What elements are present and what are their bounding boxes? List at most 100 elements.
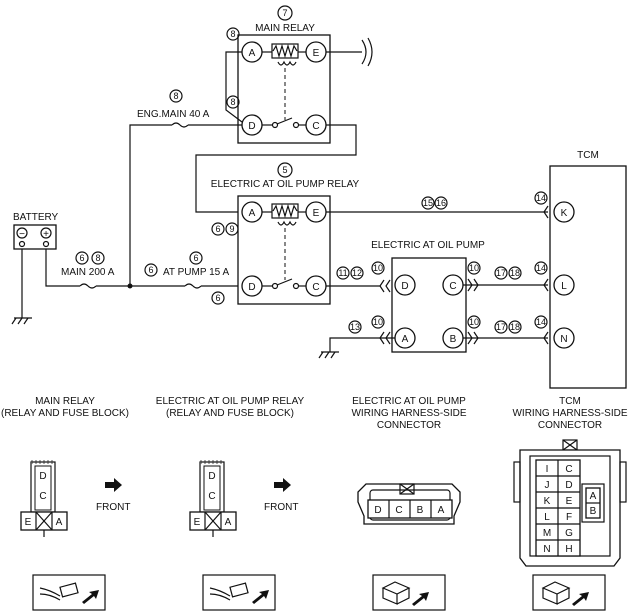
pump-relay-ref: 5: [282, 165, 287, 175]
ref-16: 16: [436, 198, 446, 208]
main-relay-term-c: C: [312, 121, 319, 132]
main-relay-ref-d: 8: [230, 97, 235, 107]
tcm-term-l: L: [561, 281, 567, 292]
pump-relay-term-a: A: [249, 208, 256, 219]
main-fuse-ref-1: 6: [79, 253, 84, 263]
pump-relay-ref-6: 6: [215, 224, 220, 234]
tcm-pin-e: E: [566, 496, 573, 507]
battery-minus: −: [19, 229, 25, 240]
tcm-pin-i: I: [546, 464, 549, 475]
tcm-pin-k: K: [544, 496, 551, 507]
tcm-conn-title2: WIRING HARNESS-SIDE: [512, 408, 627, 419]
battery: BATTERY − +: [11, 212, 80, 325]
at-pump-label: AT PUMP 15 A: [163, 267, 229, 278]
tcm-pin-n: N: [543, 544, 550, 555]
battery-label: BATTERY: [13, 212, 59, 223]
pump-term-d: D: [401, 281, 408, 292]
ref-14-k: 14: [536, 193, 546, 203]
main-relay: 7 MAIN RELAY A E D C 8 8: [226, 5, 331, 144]
eng-main-label: ENG.MAIN 40 A: [137, 109, 210, 120]
pump-relay-term-d: D: [248, 282, 255, 293]
pump-relay-ref-9: 9: [229, 224, 234, 234]
at-pump-side-ref: 6: [148, 265, 153, 275]
pump-relay-pin-e: E: [194, 517, 201, 528]
eng-main-fuse: 8 ENG.MAIN 40 A: [129, 89, 242, 286]
tcm-pin-g: G: [565, 528, 573, 539]
tcm-pin-h: H: [565, 544, 572, 555]
front-arrow-2: FRONT: [264, 478, 298, 513]
oil-pump-label: ELECTRIC AT OIL PUMP: [371, 240, 485, 251]
pump-relay-pin-d: D: [208, 471, 215, 482]
main-fuse-ref-2: 8: [95, 253, 100, 263]
at-pump-ref: 6: [193, 253, 198, 263]
tcm-label: TCM: [577, 150, 599, 161]
pump-relay-pin-c: C: [208, 491, 215, 502]
tcm-pin-d: D: [565, 480, 572, 491]
ref-12: 12: [352, 268, 362, 278]
ref-10-b: 10: [469, 317, 479, 327]
ref-18-b: 18: [510, 322, 520, 332]
main-relay-pin-c: C: [39, 491, 46, 502]
ref-17-b: 17: [496, 322, 506, 332]
ref-14-n: 14: [536, 317, 546, 327]
ref-17-c: 17: [496, 268, 506, 278]
pump-term-b: B: [450, 334, 457, 345]
tcm-conn-title1: TCM: [559, 396, 581, 407]
pump-conn-title2: WIRING HARNESS-SIDE: [351, 408, 466, 419]
pump-conn-title3: CONNECTOR: [377, 420, 441, 431]
ref-11: 11: [338, 268, 347, 278]
pump-conn-pin-d: D: [374, 505, 381, 516]
tcm-harness-connector: TCM WIRING HARNESS-SIDE CONNECTOR I J K …: [512, 396, 628, 567]
main-relay-term-d: D: [248, 121, 255, 132]
main-fuse-label: MAIN 200 A: [61, 267, 115, 278]
tcm-pin-j: J: [545, 480, 550, 491]
pump-relay-term-e: E: [313, 208, 320, 219]
tcm: TCM K L N: [549, 150, 627, 389]
pump-relay-label: ELECTRIC AT OIL PUMP RELAY: [211, 179, 360, 190]
front-arrow-1: FRONT: [96, 478, 130, 513]
pump-relay-conn-title2: (RELAY AND FUSE BLOCK): [166, 408, 294, 419]
eng-main-ref: 8: [173, 91, 178, 101]
pump-harness-connector: ELECTRIC AT OIL PUMP WIRING HARNESS-SIDE…: [351, 396, 467, 525]
tcm-pin-f: F: [566, 512, 572, 523]
ref-13: 13: [350, 322, 360, 332]
pump-relay: 5 ELECTRIC AT OIL PUMP RELAY A E D C 6 9: [211, 162, 360, 305]
at-pump-ref2: 6: [215, 293, 220, 303]
pump-term-c: C: [449, 281, 456, 292]
tcm-term-n: N: [560, 334, 567, 345]
tcm-pin-m: M: [543, 528, 551, 539]
view-icon-3: [372, 574, 446, 611]
ref-10-a: 10: [373, 317, 383, 327]
main-relay-ref-a: 8: [230, 29, 235, 39]
tcm-pin-b: B: [590, 506, 597, 517]
tcm-pin-a: A: [590, 491, 597, 502]
ref-15: 15: [423, 198, 433, 208]
main-relay-term-e: E: [313, 48, 320, 59]
tcm-term-k: K: [561, 208, 568, 219]
main-relay-term-a: A: [249, 48, 256, 59]
pump-conn-pin-a: A: [438, 505, 445, 516]
view-icon-4: [532, 574, 606, 611]
pump-term-a: A: [402, 334, 409, 345]
main-relay-connector: MAIN RELAY (RELAY AND FUSE BLOCK) D C E …: [1, 396, 129, 537]
main-relay-label: MAIN RELAY: [255, 23, 315, 34]
ref-18-c: 18: [510, 268, 520, 278]
main-fuse: 6 8 MAIN 200 A: [61, 251, 185, 289]
pump-relay-term-c: C: [312, 282, 319, 293]
ref-10-d: 10: [373, 263, 383, 273]
main-relay-pin-e: E: [25, 517, 32, 528]
view-icon-1: [32, 574, 106, 611]
main-relay-pin-d: D: [39, 471, 46, 482]
front-label-1: FRONT: [96, 502, 130, 513]
at-pump-fuse: 6 6 AT PUMP 15 A 6: [144, 251, 242, 305]
tcm-pin-l: L: [544, 512, 550, 523]
pump-relay-connector: ELECTRIC AT OIL PUMP RELAY (RELAY AND FU…: [156, 396, 305, 537]
main-relay-ref: 7: [282, 8, 287, 18]
tcm-pin-c: C: [565, 464, 572, 475]
view-icon-2: [202, 574, 276, 611]
main-relay-conn-title1: MAIN RELAY: [35, 396, 95, 407]
oil-pump: ELECTRIC AT OIL PUMP D C A B: [371, 240, 485, 353]
pump-relay-pin-a: A: [225, 517, 232, 528]
pump-conn-pin-b: B: [417, 505, 424, 516]
